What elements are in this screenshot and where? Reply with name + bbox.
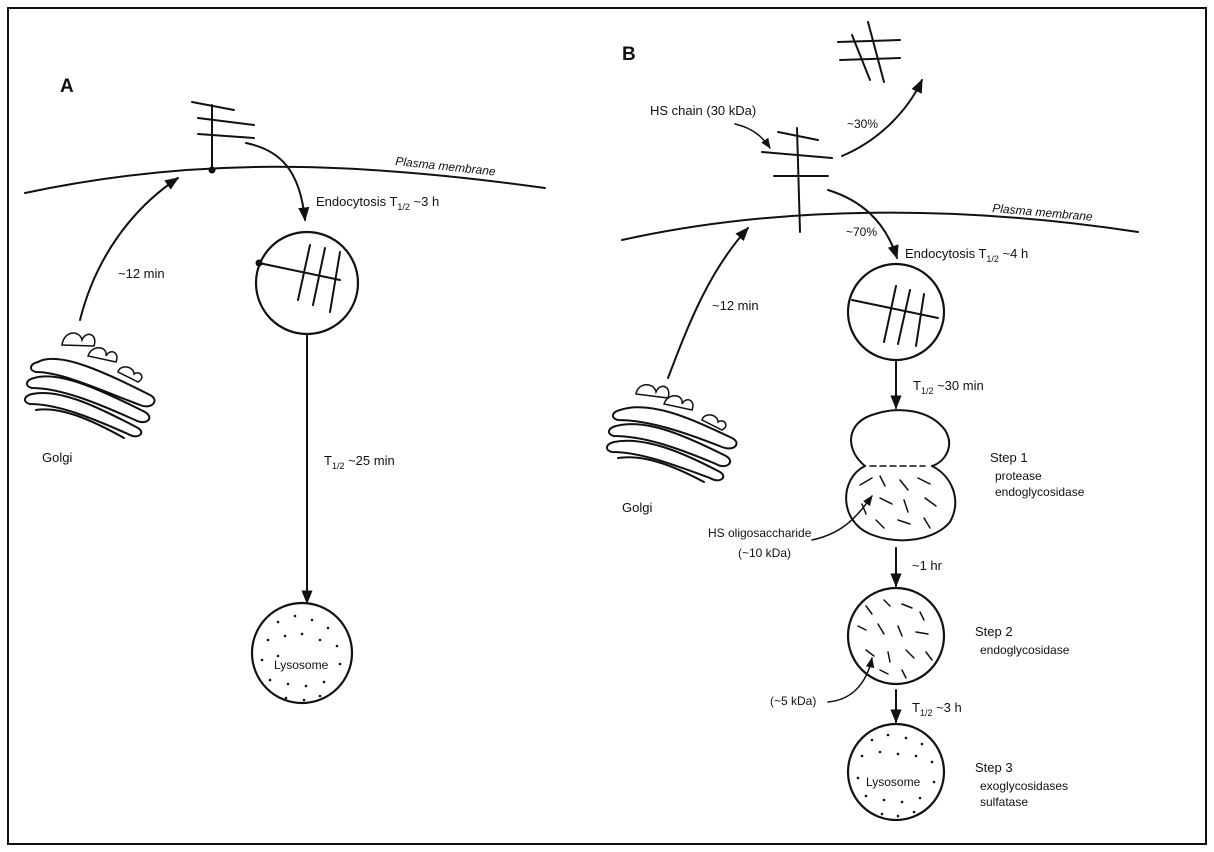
figure-frame [7, 7, 1207, 845]
plasma-membrane-a [24, 165, 546, 194]
hs-chain-pointer [734, 123, 771, 149]
endosome-a [254, 230, 360, 336]
lysosome-a-label: Lysosome [274, 658, 329, 672]
transport-arrow-b [667, 226, 749, 379]
endosome-a-proteoglycan [255, 244, 341, 313]
panel-a-label: A [60, 76, 74, 97]
step3-time: T1/2 ~3 h [912, 700, 962, 718]
transport-time-a: ~12 min [118, 266, 165, 281]
plasma-membrane-b [621, 211, 1139, 241]
plasma-membrane-a-label: Plasma membrane [395, 154, 497, 178]
step1-title: Step 1 [990, 450, 1028, 465]
hs-chain-label: HS chain (30 kDa) [650, 103, 756, 118]
golgi-a [24, 332, 156, 439]
endocytosis-arrow-a [245, 142, 310, 222]
lysosome-a-dots [260, 614, 342, 702]
panel-b-label: B [622, 44, 636, 65]
step2-fragments [857, 599, 933, 679]
endocytosis-arrow-b [827, 189, 899, 260]
step3-title: Step 3 [975, 760, 1013, 775]
lysosome-arrow-a-label: T1/2 ~25 min [324, 453, 395, 471]
step1-enzyme-2: endoglycosidase [995, 485, 1085, 499]
proteoglycan-a [191, 101, 255, 174]
panel-b: B ~30% HS chain (30 kDa) Plasma membrane… [606, 21, 1139, 822]
step2-title: Step 2 [975, 624, 1013, 639]
endosome-b [846, 262, 946, 362]
hs-oligo-label: HS oligosaccharide [708, 526, 812, 540]
hs-oligo-pointer [811, 495, 873, 541]
step2-enzyme: endoglycosidase [980, 643, 1070, 657]
step3-enzyme-1: exoglycosidases [980, 779, 1068, 793]
shed-arrow-b [841, 78, 923, 157]
shed-pct-b: ~30% [847, 117, 878, 131]
endocytosis-label-b: Endocytosis T1/2 ~4 h [905, 246, 1028, 264]
step2-compartment [846, 586, 946, 686]
proteoglycan-b [761, 127, 833, 233]
step2-time: ~1 hr [912, 558, 943, 573]
lysosome-a [250, 601, 354, 705]
step3-enzyme-2: sulfatase [980, 795, 1028, 809]
lysosome-b-label: Lysosome [866, 775, 921, 789]
step1-time: T1/2 ~30 min [913, 378, 984, 396]
golgi-b [606, 384, 738, 483]
panel-a: A Plasma membrane ~12 min Endocytosis T1… [24, 76, 546, 705]
fragment-size-label: (~5 kDa) [770, 694, 816, 708]
golgi-a-label: Golgi [42, 450, 72, 465]
hs-oligo-size: (~10 kDa) [738, 546, 791, 560]
shed-proteoglycan-b [837, 21, 901, 83]
lysosome-b [846, 722, 946, 822]
transport-time-b: ~12 min [712, 298, 759, 313]
lysosome-b-dots [856, 733, 936, 818]
step1-enzyme-1: protease [995, 469, 1042, 483]
endosome-b-proteoglycan [851, 285, 939, 347]
transport-arrow-a [79, 177, 180, 321]
endocytosis-label-a: Endocytosis T1/2 ~3 h [316, 194, 439, 212]
golgi-b-label: Golgi [622, 500, 652, 515]
step1-compartment [845, 409, 957, 542]
internal-pct-b: ~70% [846, 225, 877, 239]
fragment-pointer [827, 656, 875, 703]
